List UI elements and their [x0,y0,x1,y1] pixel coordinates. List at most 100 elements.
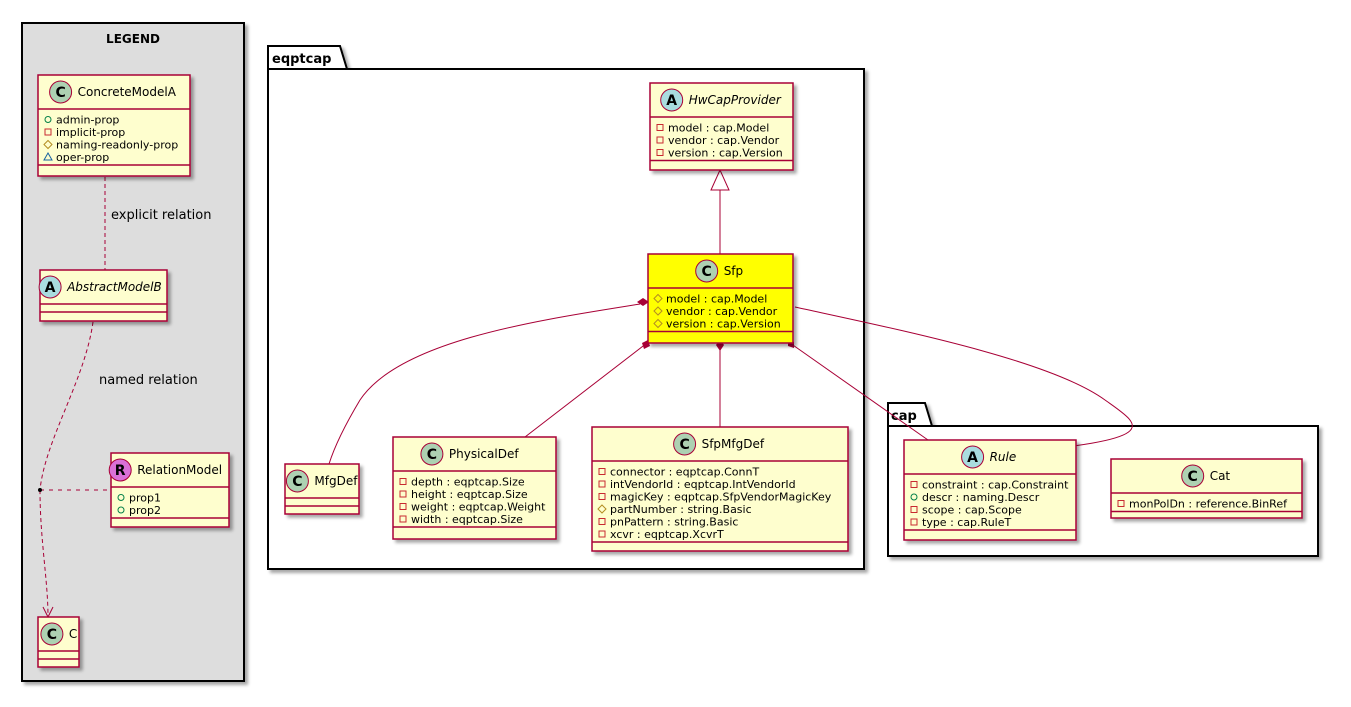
c-name: C [69,627,77,641]
sfp-member-text: vendor : cap.Vendor [666,305,778,318]
concretemodela-member: oper-prop [43,151,109,164]
rule-member-text: scope : cap.Scope [922,504,1022,517]
physicaldef-member-text: height : eqptcap.Size [411,488,528,501]
sfp-member-text: model : cap.Model [666,293,767,306]
relations [39,177,1133,619]
named-relation-line [39,321,94,491]
hwcapprovider-stereotype-letter: A [666,93,677,109]
hwcapprovider-member-visibility-icon [656,149,664,156]
physicaldef-member-text: depth : eqptcap.Size [411,476,525,489]
sfpmfgdef-member-text: connector : eqptcap.ConnT [610,466,759,479]
diamond-mfgdef [637,298,649,306]
explicit-relation-label: explicit relation [111,208,211,223]
relationmodel-member: prop2 [117,504,161,517]
concretemodela-member-text: naming-readonly-prop [56,139,178,152]
relationmodel-member-text: prop2 [129,504,161,517]
relation-junction [38,488,42,492]
physicaldef-name: PhysicalDef [449,447,519,461]
hwcapprovider-member: vendor : cap.Vendor [656,134,780,147]
sfpmfgdef-member: pnPattern : string.Basic [598,516,738,529]
physicaldef-member-text: weight : eqptcap.Weight [411,501,546,514]
composition-physicaldef [524,342,648,438]
abstractmodelb-name: AbstractModelB [66,280,162,294]
cat-member-text: monPolDn : reference.BinRef [1129,498,1288,511]
sfp-member-visibility-icon [653,306,663,316]
sfpmfgdef-member-text: magicKey : eqptcap.SfpVendorMagicKey [610,491,832,504]
relationmodel-stereotype-icon: R [108,458,132,482]
concretemodela-member-visibility-icon [43,151,53,161]
sfp-member-text: version : cap.Version [666,318,781,331]
physicaldef-member: weight : eqptcap.Weight [399,501,546,514]
physicaldef-member-visibility-icon [399,503,407,510]
cat-stereotype-icon: C [1181,464,1205,488]
sfpmfgdef-member-visibility-icon [598,530,606,538]
hwcapprovider-member-visibility-icon [656,136,664,144]
rule-member-text: constraint : cap.Constraint [922,479,1069,492]
physicaldef-member-visibility-icon [399,515,407,523]
concretemodela-member-text: admin-prop [56,114,119,127]
concretemodela-stereotype-letter: C [55,85,65,101]
mfgdef-stereotype-letter: C [292,474,302,490]
sfpmfgdef-member-text: partNumber : string.Basic [610,503,752,516]
rule-stereotype-icon: A [961,445,985,469]
physicaldef-member-visibility-icon [399,478,407,485]
rule-member-text: descr : naming.Descr [922,491,1040,504]
class-cat[interactable]: C Cat monPolDn : reference.BinRef [1110,458,1303,519]
rule-member: constraint : cap.Constraint [910,479,1069,492]
composition-mfgdef [328,303,641,465]
physicaldef-member: depth : eqptcap.Size [399,476,525,489]
physicaldef-member: height : eqptcap.Size [399,488,528,501]
sfpmfgdef-member-text: intVendorId : eqptcap.IntVendorId [610,478,796,491]
sfpmfgdef-name: SfpMfgDef [702,437,765,451]
concretemodela-member-text: oper-prop [56,151,109,164]
sfpmfgdef-member: intVendorId : eqptcap.IntVendorId [598,478,796,491]
rule-member-visibility-icon [910,493,918,501]
c-stereotype-icon: C [40,622,64,646]
concretemodela-member-text: implicit-prop [56,126,125,139]
rule-member: scope : cap.Scope [910,504,1022,517]
concretemodela-member-visibility-icon [44,128,52,136]
named-relation-line-2 [39,489,49,618]
hwcapprovider-name: HwCapProvider [689,93,782,107]
rule-member: descr : naming.Descr [910,491,1040,504]
sfp-member: model : cap.Model [653,293,767,306]
legend-title: LEGEND [106,32,160,46]
physicaldef-stereotype-letter: C [427,447,437,463]
hwcapprovider-member: version : cap.Version [656,147,783,160]
relationmodel-member-visibility-icon [117,494,125,501]
relationmodel-member-text: prop1 [129,492,161,505]
sfp-member: vendor : cap.Vendor [653,305,778,318]
physicaldef-member-text: width : eqptcap.Size [411,513,523,526]
class-concretemodela[interactable]: C ConcreteModelA admin-propimplicit-propna… [37,74,191,177]
hwcapprovider-member-text: model : cap.Model [668,122,769,135]
sfp-stereotype-icon: C [695,259,719,283]
rule-member-text: type : cap.RuleT [922,516,1011,529]
class-abstractmodelb[interactable]: A AbstractModelB [38,269,168,322]
inheritance-triangle [710,168,730,191]
rule-name: Rule [990,450,1017,464]
hwcapprovider-member: model : cap.Model [656,122,769,135]
concretemodela-member-visibility-icon [43,139,53,150]
rule-member-visibility-icon [910,481,918,488]
rule-stereotype-letter: A [967,450,978,466]
classes: C ConcreteModelA admin-propimplicit-propna… [37,74,1303,668]
abstractmodelb-stereotype-icon: A [38,275,62,299]
concretemodela-member: implicit-prop [44,126,125,139]
composition-rule [789,342,929,441]
class-sfpmfgdef[interactable]: C SfpMfgDef connector : eqptcap.ConnTintVe… [591,426,849,552]
mfgdef-stereotype-icon: C [285,469,309,493]
cat-member-visibility-icon [1117,500,1125,507]
concretemodela-member: naming-readonly-prop [43,139,178,152]
cat-name: Cat [1210,469,1231,483]
sfpmfgdef-stereotype-letter: C [679,437,689,453]
physicaldef-member: width : eqptcap.Size [399,513,523,526]
concretemodela-name: ConcreteModelA [78,85,177,99]
relationmodel-member: prop1 [117,492,161,505]
